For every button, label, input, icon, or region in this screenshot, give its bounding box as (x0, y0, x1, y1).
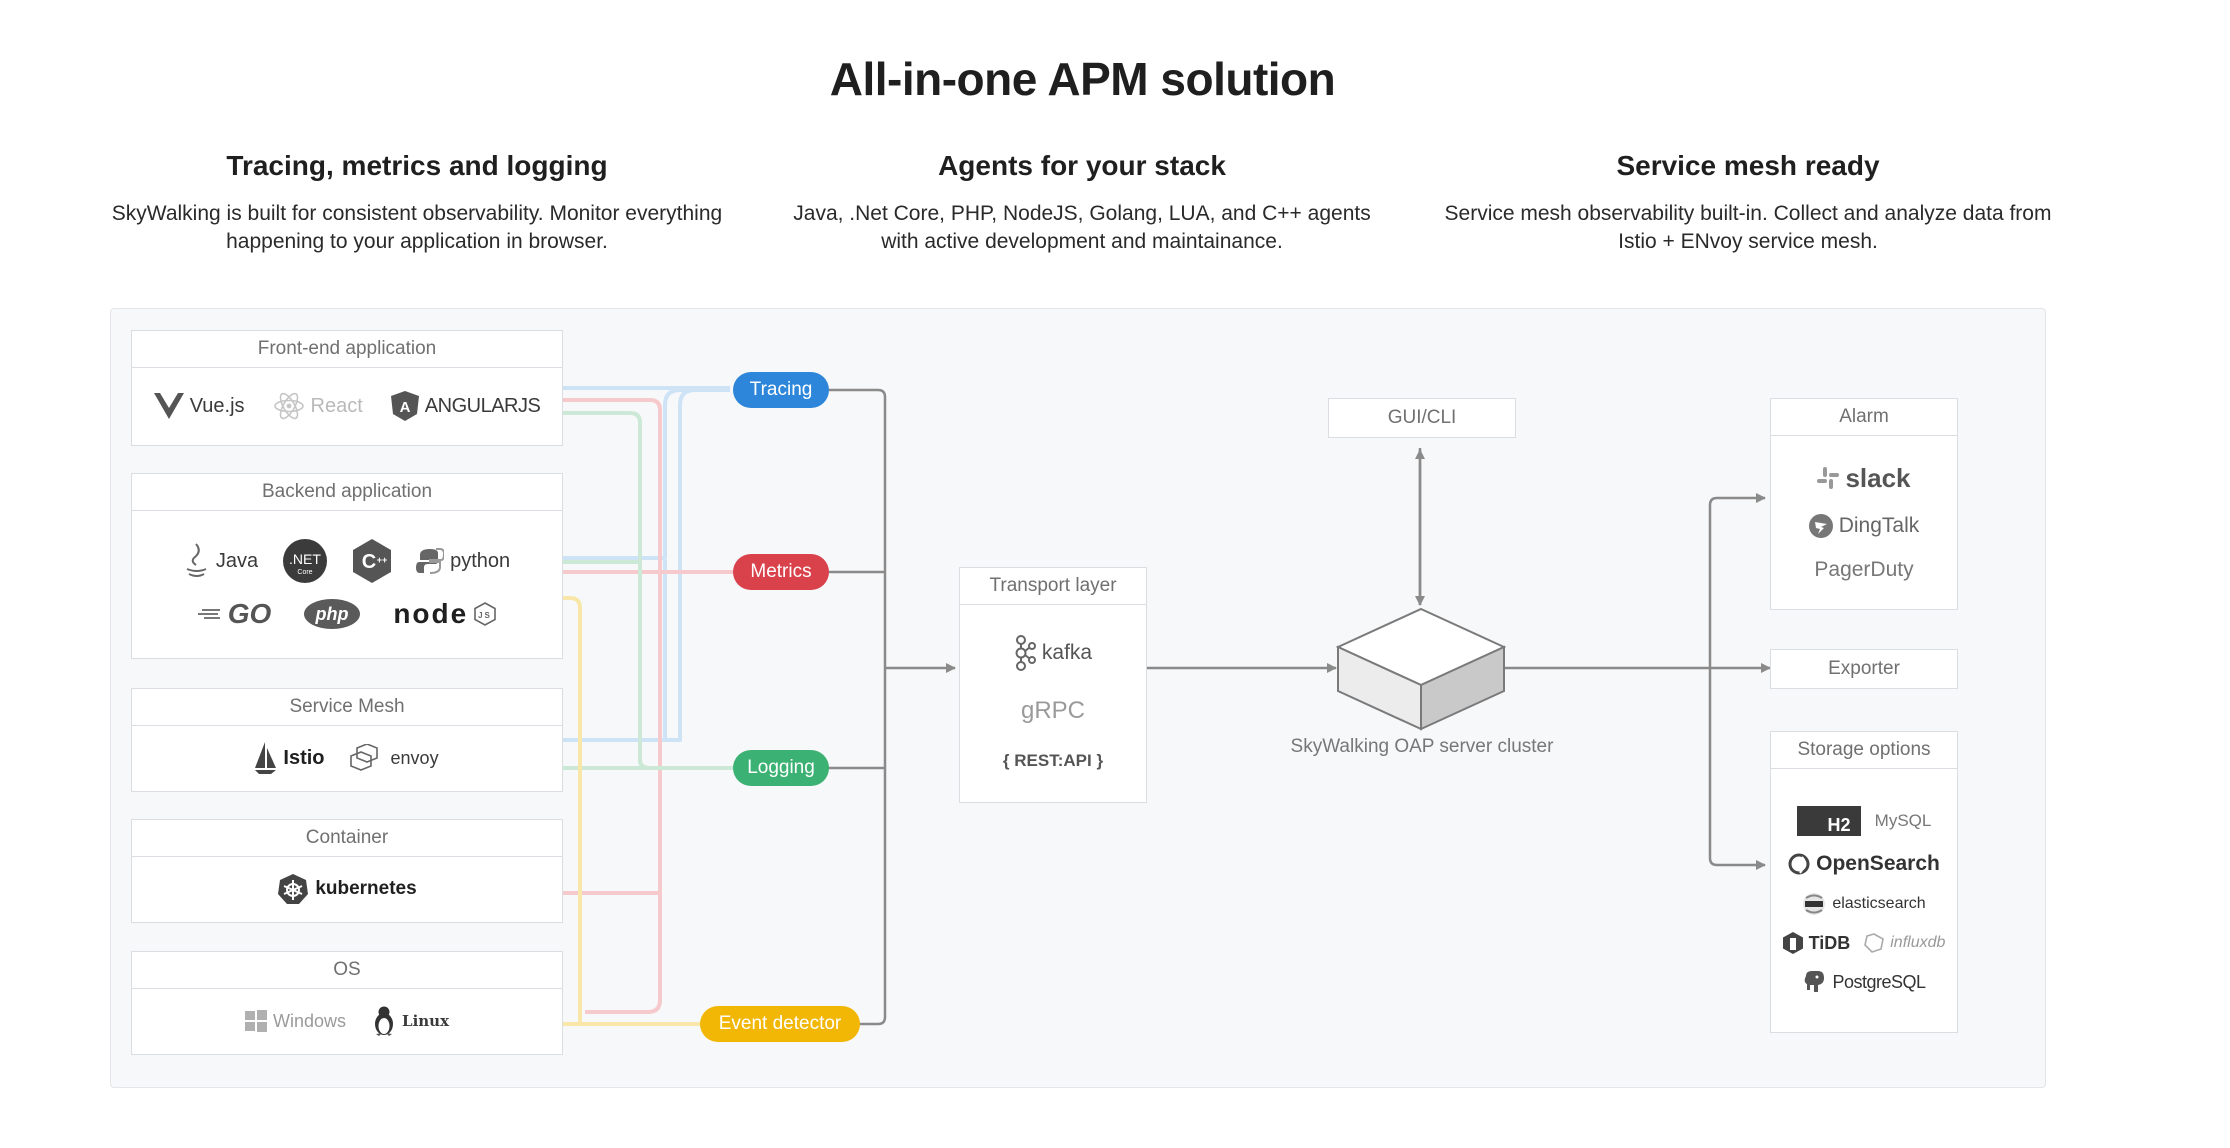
logging-pill: Logging (733, 750, 829, 786)
vuejs-logo: Vue.js (153, 393, 245, 419)
kafka-icon (1015, 635, 1036, 671)
java-icon (186, 543, 207, 577)
storage-options-box: Storage options H2 MySQL OpenSearch elas… (1770, 731, 1958, 1033)
feature-tracing-metrics-logging: Tracing, metrics and logging SkyWalking … (107, 150, 727, 256)
slack-hash-icon (1817, 467, 1840, 489)
dotnet-core-logo: .NET Core (282, 538, 328, 584)
gui-cli-box: GUI/CLI (1328, 398, 1516, 438)
mysql-logo: MySQL (1874, 811, 1932, 830)
feature-title: Agents for your stack (938, 150, 1226, 181)
python-logo: python (416, 547, 510, 575)
dotnet-icon: .NET Core (283, 539, 328, 583)
tidb-icon (1782, 932, 1803, 954)
transport-layer-box: Transport layer kafka gRPC { REST:API } (959, 567, 1147, 803)
elasticsearch-logo: elasticsearch (1802, 892, 1926, 916)
box-title: Front-end application (132, 331, 562, 368)
svg-text:Core: Core (298, 569, 313, 576)
frontend-application-box: Front-end application Vue.js React A ANG… (131, 330, 563, 446)
container-box: Container kubernetes (131, 819, 563, 923)
oap-server-cube-icon (1336, 607, 1506, 731)
grpc-logo: gRPC (1020, 697, 1086, 724)
istio-sail-icon (255, 742, 277, 774)
feature-title: Tracing, metrics and logging (226, 150, 608, 181)
feature-text: SkyWalking is built for consistent obser… (111, 202, 723, 253)
tux-penguin-icon (375, 1006, 394, 1036)
svg-text:A: A (399, 399, 410, 416)
box-title: OS (132, 952, 562, 989)
feature-text: Service mesh observability built-in. Col… (1444, 202, 2052, 253)
feature-title: Service mesh ready (1616, 150, 1880, 181)
angular-icon: A (390, 391, 419, 421)
h2-database-icon: H2 (1796, 806, 1861, 836)
box-title: Service Mesh (132, 689, 562, 726)
istio-logo: Istio (255, 742, 325, 774)
python-icon (416, 548, 445, 574)
exporter-box: Exporter (1770, 649, 1958, 689)
linux-logo: Linux (372, 1006, 449, 1036)
pagerduty-logo: PagerDuty (1814, 557, 1914, 581)
php-icon: php (304, 599, 361, 629)
windows-icon (244, 1010, 267, 1032)
influxdb-logo: influxdb (1864, 933, 1945, 953)
metrics-pill: Metrics (733, 554, 829, 590)
windows-logo: Windows (244, 1010, 346, 1032)
postgresql-logo: PostgreSQL (1802, 970, 1926, 994)
nodejs-hex-icon: JS (474, 602, 497, 626)
dingtalk-logo: DingTalk (1808, 513, 1919, 538)
svg-text:.NET: .NET (289, 551, 321, 567)
opensearch-icon (1788, 853, 1810, 875)
page-title: All-in-one APM solution (829, 53, 1336, 105)
nodejs-logo: node JS (393, 598, 497, 630)
feature-agents: Agents for your stack Java, .Net Core, P… (772, 150, 1392, 256)
envoy-icon (349, 744, 378, 771)
svg-text:++: ++ (377, 555, 388, 565)
feature-service-mesh: Service mesh ready Service mesh observab… (1438, 150, 2058, 256)
vue-icon (153, 393, 184, 419)
elasticsearch-icon (1803, 893, 1826, 915)
box-title: Container (132, 820, 562, 857)
slack-logo: slack (1817, 463, 1911, 494)
box-title: Backend application (132, 474, 562, 511)
svg-text:JS: JS (478, 611, 492, 620)
svg-text:php: php (315, 604, 349, 624)
svg-text:C: C (362, 551, 376, 573)
feature-text: Java, .Net Core, PHP, NodeJS, Golang, LU… (793, 202, 1371, 253)
oap-server-label: SkyWalking OAP server cluster (1290, 736, 1554, 757)
box-title: Transport layer (960, 568, 1146, 605)
opensearch-logo: OpenSearch (1788, 852, 1940, 876)
kubernetes-logo: kubernetes (277, 873, 417, 905)
tracing-pill: Tracing (733, 372, 829, 408)
angularjs-logo: A ANGULARJS (390, 391, 541, 421)
kafka-logo: kafka (1014, 635, 1092, 671)
svg-text:H2: H2 (1827, 815, 1850, 835)
envoy-logo: envoy (349, 744, 439, 772)
backend-application-box: Backend application Java .NET Core C++ py… (131, 473, 563, 659)
cpp-logo: C++ (352, 539, 392, 583)
react-icon (273, 392, 304, 420)
box-title: Alarm (1771, 399, 1957, 436)
alarm-box: Alarm slack DingTalk PagerDuty (1770, 398, 1958, 610)
rest-api-logo: { REST:API } (1002, 751, 1104, 770)
java-logo: Java (184, 542, 258, 580)
tidb-logo: TiDB (1782, 932, 1850, 954)
react-logo: React (273, 392, 363, 420)
go-speed-icon (197, 609, 220, 619)
kubernetes-helm-icon (278, 874, 309, 904)
go-logo: GO (197, 598, 271, 630)
postgresql-elephant-icon (1805, 971, 1825, 992)
dingtalk-icon (1808, 513, 1833, 538)
influxdb-icon (1864, 933, 1885, 953)
os-box: OS Windows Linux (131, 951, 563, 1055)
box-title: Storage options (1771, 732, 1957, 769)
service-mesh-box: Service Mesh Istio envoy (131, 688, 563, 792)
h2-logo: H2 (1796, 806, 1861, 836)
event-detector-pill: Event detector (700, 1006, 860, 1042)
cpp-icon: C++ (353, 539, 392, 583)
php-logo: php (303, 598, 361, 630)
